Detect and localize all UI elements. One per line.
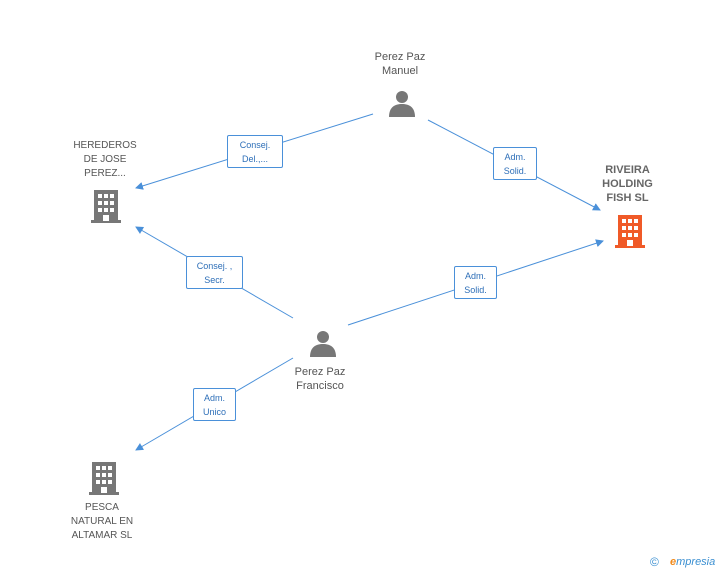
node-label-line: PEREZ... xyxy=(84,168,126,179)
building-icon[interactable] xyxy=(91,190,121,223)
node-label-line: NATURAL EN xyxy=(70,516,134,527)
edge-label-line: Unico xyxy=(202,407,226,417)
node-label-herederos[interactable]: HEREDEROS DE JOSE PEREZ... xyxy=(55,139,155,181)
brand-logo-e: e xyxy=(670,556,677,568)
edge-label-line: Del.,... xyxy=(241,154,268,164)
node-label-line: PESCA xyxy=(85,502,119,513)
person-icon[interactable] xyxy=(389,91,415,117)
edge-label-francisco-riveira[interactable]: Adm. Solid. xyxy=(454,266,497,299)
edge-label-manuel-herederos[interactable]: Consej. Del.,... xyxy=(227,135,283,168)
edge-label-line: Adm. xyxy=(464,271,486,281)
node-label-line: HEREDEROS xyxy=(73,140,137,151)
brand-logo-text: mpresia xyxy=(676,556,716,568)
node-label-line: RIVEIRA xyxy=(605,164,650,176)
node-label-perez-paz-manuel[interactable]: Perez Paz Manuel xyxy=(350,50,450,78)
edge-label-line: Solid. xyxy=(464,285,487,295)
edge-label-line: Consej. xyxy=(239,140,271,150)
building-icon[interactable] xyxy=(615,215,645,248)
node-label-line: FISH SL xyxy=(606,192,649,204)
edge-label-line: Secr. xyxy=(204,275,225,285)
node-label-perez-paz-francisco[interactable]: Perez Paz Francisco xyxy=(270,365,370,393)
building-icon[interactable] xyxy=(89,462,119,495)
node-label-riveira[interactable]: RIVEIRA HOLDING FISH SL xyxy=(580,163,675,205)
node-label-pesca[interactable]: PESCA NATURAL EN ALTAMAR SL xyxy=(52,501,152,543)
node-label-line: Francisco xyxy=(296,380,344,392)
edge-label-line: Consej. , xyxy=(196,261,233,271)
edge-label-manuel-riveira[interactable]: Adm. Solid. xyxy=(493,147,537,180)
node-label-line: ALTAMAR SL xyxy=(71,530,133,541)
edge-label-line: Adm. xyxy=(504,152,526,162)
edge-label-line: Adm. xyxy=(203,393,225,403)
edge-label-line: Solid. xyxy=(503,166,527,176)
node-label-line: HOLDING xyxy=(602,178,653,190)
copyright-symbol: © xyxy=(650,555,659,569)
node-label-line: Perez Paz xyxy=(374,51,426,63)
person-icon[interactable] xyxy=(310,331,336,357)
node-label-line: Perez Paz xyxy=(294,366,346,378)
node-label-line: Manuel xyxy=(381,65,419,77)
node-label-line: DE JOSE xyxy=(83,154,127,165)
edge-label-francisco-herederos[interactable]: Consej. , Secr. xyxy=(186,256,243,289)
brand-logo[interactable]: empresia xyxy=(670,556,715,568)
edge-label-francisco-pesca[interactable]: Adm. Unico xyxy=(193,388,236,421)
